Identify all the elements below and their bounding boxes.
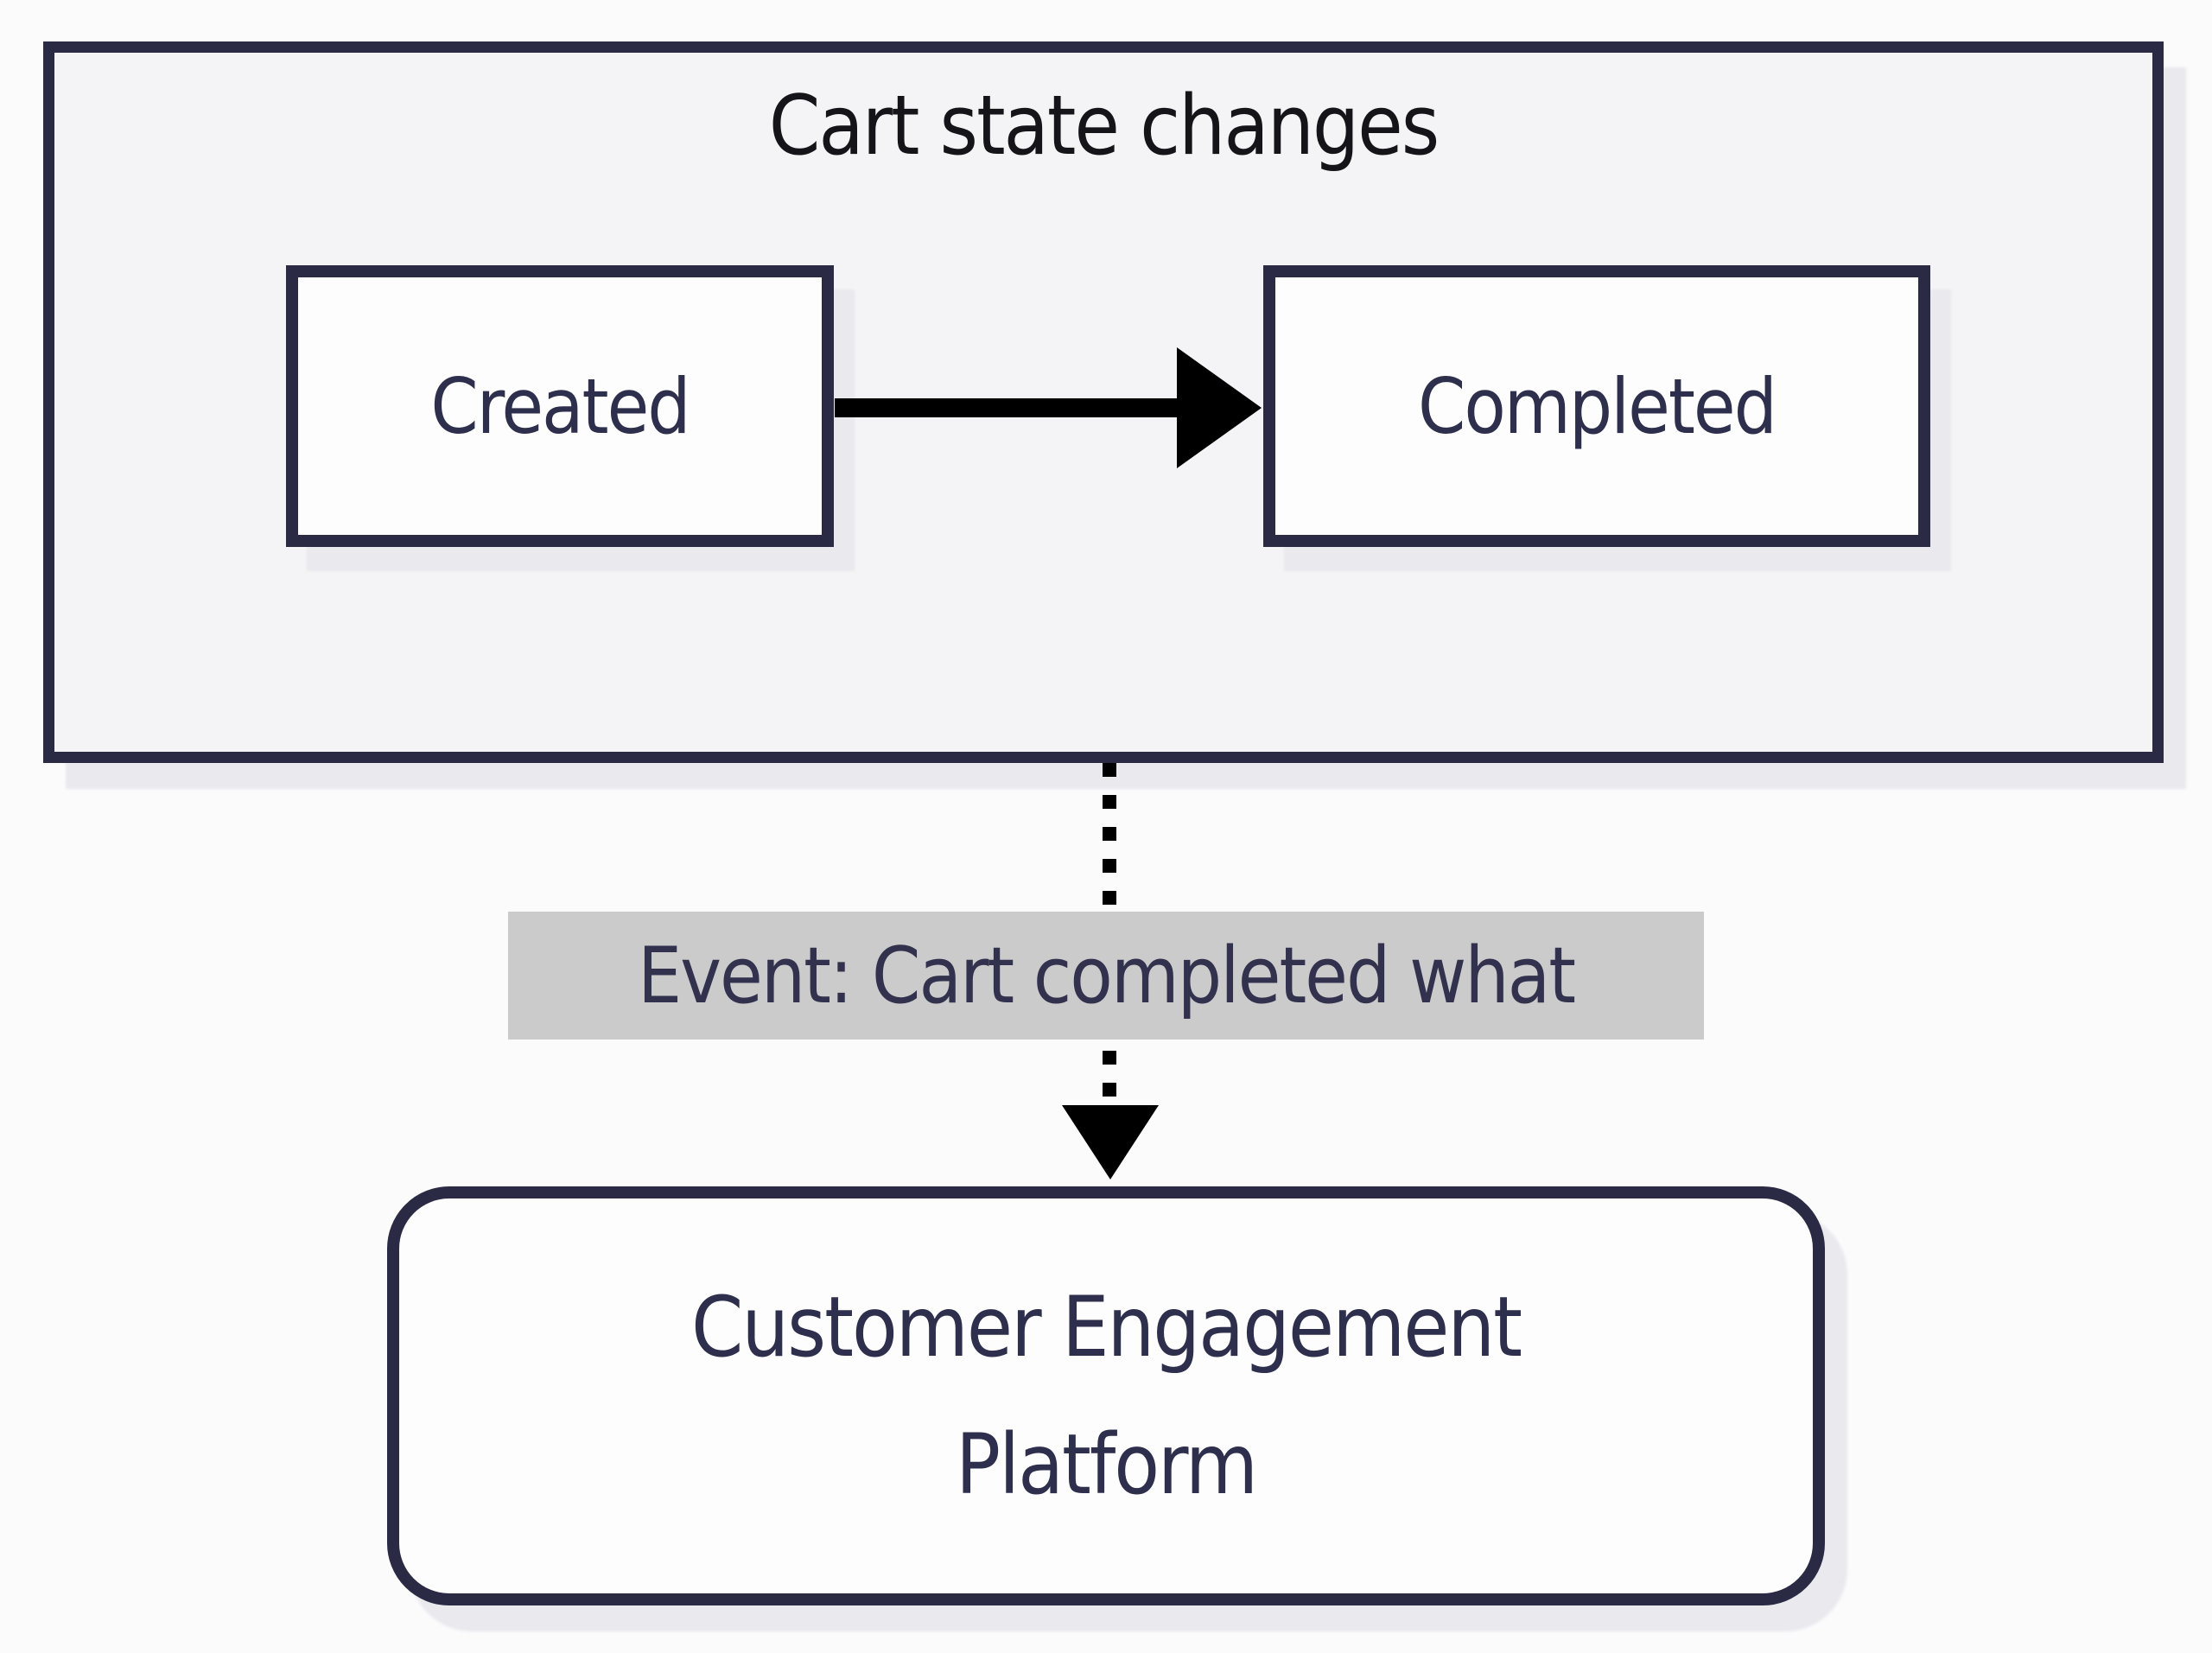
arrow-down-icon: [1062, 1105, 1159, 1179]
event-label-text: Event: Cart completed what: [637, 930, 1576, 1021]
transition-arrow-line: [835, 398, 1177, 417]
group-title: Cart state changes: [768, 79, 1440, 174]
state-node-completed: Completed: [1263, 265, 1930, 547]
platform-node: Customer Engagement Platform: [387, 1186, 1825, 1605]
arrow-right-icon: [1177, 347, 1262, 468]
event-label: Event: Cart completed what: [508, 912, 1704, 1039]
state-completed-label: Completed: [1418, 361, 1777, 451]
state-node-created: Created: [286, 265, 834, 547]
state-created-label: Created: [430, 361, 690, 451]
platform-node-label: Customer Engagement Platform: [691, 1279, 1522, 1513]
